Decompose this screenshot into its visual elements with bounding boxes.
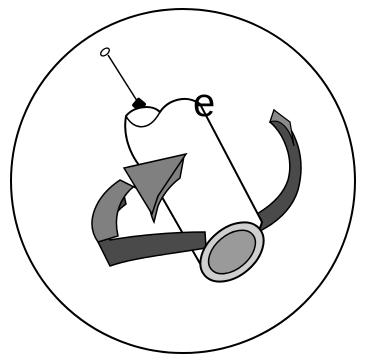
label-e: e bbox=[193, 81, 215, 125]
needle-line bbox=[108, 55, 139, 104]
